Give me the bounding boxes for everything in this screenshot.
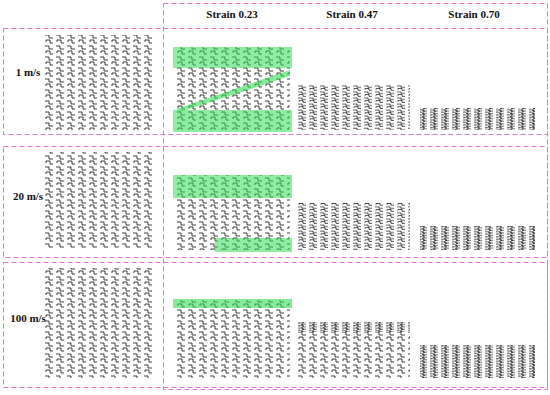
row-label: 20 m/s bbox=[13, 190, 43, 202]
column-header: Strain 0.70 bbox=[448, 8, 499, 20]
row-label: 100 m/s bbox=[10, 312, 46, 324]
column-header: Strain 0.23 bbox=[206, 8, 257, 20]
column-header: Strain 0.47 bbox=[326, 8, 377, 20]
row-label: 1 m/s bbox=[16, 66, 41, 78]
